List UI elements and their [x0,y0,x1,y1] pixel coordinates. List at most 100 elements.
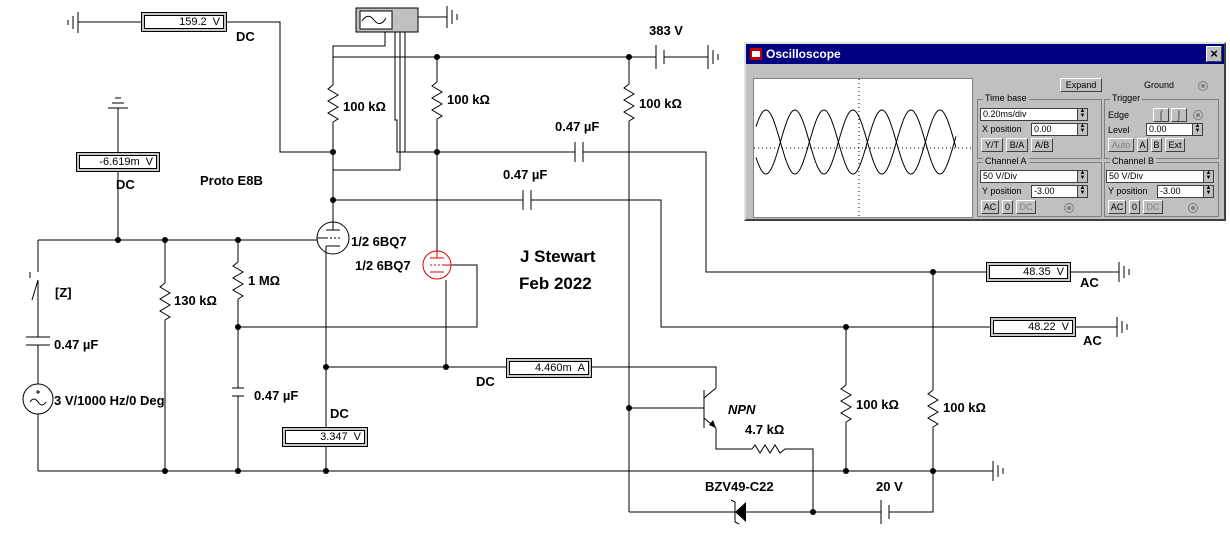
supply-383-label: 383 V [649,23,683,38]
meter-unit: V [145,156,153,168]
channel-b-ypos-label: Y position [1108,186,1148,196]
ground-radio[interactable] [1198,81,1208,91]
dc-voltmeter-top[interactable]: 159.2 V [141,12,227,32]
r-label-100k-3: 100 kΩ [639,96,682,111]
oscilloscope-window: Oscilloscope × Expand Ground Time base 0… [744,42,1226,221]
ba-button[interactable]: B/A [1006,138,1028,152]
auto-button[interactable]: Auto [1108,138,1134,152]
channel-a-dc-button[interactable]: DC [1016,200,1036,214]
channel-b-scale-input[interactable]: 50 V/Div ▲▼ [1106,170,1214,183]
channel-b-radio[interactable] [1188,203,1198,213]
trigger-b-button[interactable]: B [1151,138,1162,152]
r-label-100k-2: 100 kΩ [447,92,490,107]
ac-voltmeter-2[interactable]: 48.22 V [990,317,1076,337]
c-label-2: 0.47 µF [503,167,547,182]
dc-label-2: DC [116,177,135,192]
c-label-4: 0.47 µF [254,388,298,403]
channel-a-scale: 50 V/Div [983,171,1018,181]
meter-value: 48.35 [1023,266,1051,278]
channel-b-ypos-value: -3.00 [1160,186,1181,196]
channel-b-0-button[interactable]: 0 [1129,200,1140,214]
trigger-title: Trigger [1110,93,1143,103]
yt-button[interactable]: Y/T [981,138,1003,152]
channel-a-ypos-label: Y position [982,186,1022,196]
r-label-100k-5: 100 kΩ [943,400,986,415]
meter-unit: A [577,362,585,374]
channel-a-ypos-value: -3.00 [1034,186,1055,196]
falling-edge-icon[interactable]: ⌡ [1171,108,1187,122]
switch-key-label: [Z] [55,285,72,300]
channel-a-scale-input[interactable]: 50 V/Div ▲▼ [980,170,1088,183]
oscilloscope-titlebar[interactable]: Oscilloscope × [746,44,1224,64]
channel-b-scale: 50 V/Div [1109,171,1144,181]
dc-label-3: DC [476,374,495,389]
close-icon[interactable]: × [1206,46,1222,62]
proto-label: Proto E8B [200,173,263,188]
xpos-input[interactable]: 0.00 ▲▼ [1031,123,1088,136]
channel-a-trace [755,109,957,175]
ac-label-1: AC [1080,275,1099,290]
level-input[interactable]: 0.00 ▲▼ [1146,123,1203,136]
channel-b-title: Channel B [1110,156,1157,166]
channel-a-group: Channel A [977,156,1102,217]
author-name: J Stewart [520,247,596,266]
channel-a-0-button[interactable]: 0 [1002,200,1013,214]
oscilloscope-title: Oscilloscope [766,47,841,61]
c-label-1: 0.47 µF [555,119,599,134]
zener-label: BZV49-C22 [705,479,774,494]
level-label: Level [1108,125,1130,135]
dc-ammeter[interactable]: 4.460m A [506,358,592,378]
edge-label: Edge [1108,110,1130,120]
ac-voltmeter-1[interactable]: 48.35 V [986,262,1071,282]
meter-value: 159.2 [179,16,207,28]
dc-label-4: DC [330,406,349,421]
c-label-3: 0.47 µF [54,337,98,352]
xpos-value: 0.00 [1034,124,1052,134]
spin-arrows-icon[interactable]: ▲▼ [1077,108,1087,120]
rising-edge-icon[interactable]: ⌠ [1153,108,1169,122]
source-label: 3 V/1000 Hz/0 Deg [54,393,165,408]
trigger-group: Trigger [1104,93,1219,159]
channel-a-radio[interactable] [1064,203,1074,213]
meter-value: 3.347 [320,431,348,443]
spin-arrows-icon[interactable]: ▲▼ [1077,185,1087,197]
spin-arrows-icon[interactable]: ▲▼ [1077,123,1087,135]
r-label-130k: 130 kΩ [174,293,217,308]
trigger-ext-button[interactable]: Ext [1165,138,1185,152]
r-label-100k-4: 100 kΩ [856,397,899,412]
ab-button[interactable]: A/B [1031,138,1053,152]
scope-screen [753,78,973,218]
ground-label: Ground [1144,80,1175,90]
meter-unit: V [1061,321,1069,333]
meter-unit: V [353,431,361,443]
scope-traces [754,79,972,217]
spin-arrows-icon[interactable]: ▲▼ [1203,185,1213,197]
spin-arrows-icon[interactable]: ▲▼ [1192,123,1202,135]
meter-unit: V [1056,266,1064,278]
channel-b-group: Channel B [1104,156,1219,217]
xpos-label: X position [982,124,1022,134]
spin-arrows-icon[interactable]: ▲▼ [1203,170,1213,182]
channel-b-ac-button[interactable]: AC [1108,200,1126,214]
expand-button[interactable]: Expand [1060,78,1102,92]
level-value: 0.00 [1149,124,1167,134]
r-label-4k7: 4.7 kΩ [745,422,784,437]
channel-a-title: Channel A [983,156,1029,166]
supply-20-label: 20 V [876,479,903,494]
timebase-input[interactable]: 0.20ms/div▲▼ [980,108,1088,121]
dc-voltmeter-cathode[interactable]: 3.347 V [282,427,368,447]
spin-arrows-icon[interactable]: ▲▼ [1077,170,1087,182]
trigger-a-button[interactable]: A [1137,138,1148,152]
trigger-radio[interactable] [1193,110,1203,120]
r-label-1m: 1 MΩ [248,273,280,288]
channel-a-ac-button[interactable]: AC [981,200,999,214]
meter-unit: V [212,16,220,28]
channel-b-ypos-input[interactable]: -3.00 ▲▼ [1157,185,1214,198]
channel-b-dc-button[interactable]: DC [1143,200,1163,214]
meter-value: 48.22 [1028,321,1056,333]
tube1-label: 1/2 6BQ7 [351,234,407,249]
meter-value: 4.460m [534,362,572,374]
channel-a-ypos-input[interactable]: -3.00 ▲▼ [1031,185,1088,198]
